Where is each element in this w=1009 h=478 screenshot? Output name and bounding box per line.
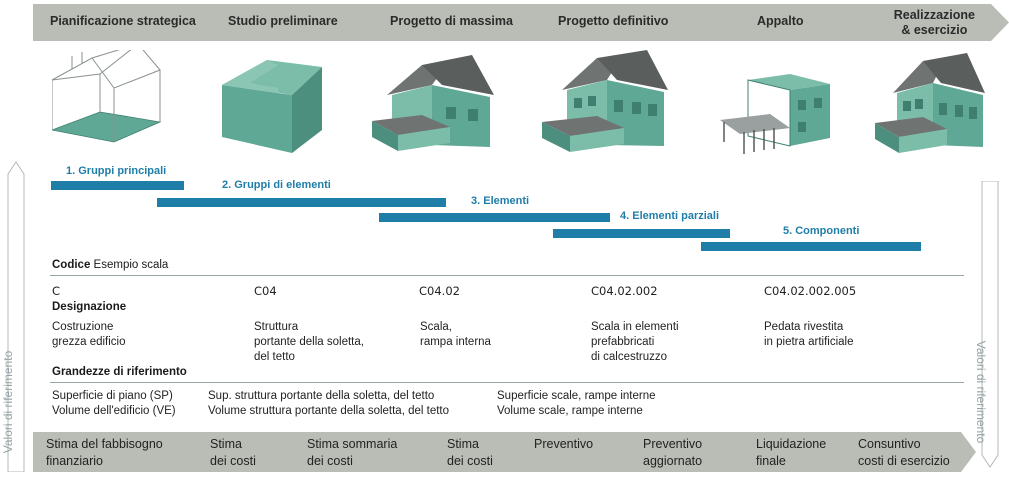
- codice-header: Codice Esempio scala: [52, 259, 169, 271]
- stage-preventivo-aggiornato: Preventivo aggiornato: [643, 437, 703, 468]
- divider: [50, 275, 964, 276]
- group-label-4: 4. Elementi parziali: [620, 210, 720, 222]
- grandezze-1: Superficie di piano (SP) Volume dell'edi…: [52, 390, 176, 417]
- side-arrow-left: [7, 161, 25, 472]
- group-label-3: 3. Elementi: [471, 195, 530, 207]
- designazione-4: Scala in elementi prefabbricati di calce…: [591, 321, 679, 363]
- house-components-illustration: [720, 74, 830, 154]
- designazione-2: Struttura portante della soletta, del te…: [254, 321, 364, 363]
- code-5: C04.02.002.005: [764, 284, 857, 298]
- stage-stima-costi-1: Stima dei costi: [210, 437, 256, 468]
- group-bar-4: [553, 229, 730, 238]
- group-label-1: 1. Gruppi principali: [66, 165, 167, 177]
- phase-definitivo: Progetto definitivo: [558, 14, 669, 28]
- house-detailed-illustration: [542, 50, 668, 152]
- side-label-left: Valori di riferimento: [1, 350, 16, 454]
- stage-arrow: [33, 432, 976, 472]
- designazione-3: Scala, rampa interna: [420, 321, 491, 348]
- designazione-5: Pedata rivestita in pietra artificiale: [764, 321, 854, 348]
- designazione-1: Costruzione grezza edificio: [52, 321, 126, 348]
- house-massing-illustration: [372, 55, 494, 151]
- stage-consuntivo: Consuntivo costi di esercizio: [858, 437, 950, 468]
- house-complete-illustration: [875, 53, 985, 153]
- phase-massima: Progetto di massima: [390, 14, 513, 28]
- code-2: C04: [254, 284, 277, 298]
- phase-appalto: Appalto: [757, 14, 804, 28]
- code-3: C04.02: [419, 284, 460, 298]
- group-label-2: 2. Gruppi di elementi: [222, 179, 331, 191]
- divider: [50, 382, 964, 383]
- stage-liquidazione: Liquidazione finale: [756, 437, 827, 468]
- stage-stima-costi-2: Stima dei costi: [447, 437, 493, 468]
- phase-pianificazione: Pianificazione strategica: [50, 14, 196, 28]
- grandezze-3: Superficie scale, rampe interne Volume s…: [497, 390, 656, 417]
- stage-preventivo: Preventivo: [534, 437, 594, 451]
- stage-stima-sommaria: Stima sommaria dei costi: [307, 437, 398, 468]
- group-bar-1: [51, 181, 184, 190]
- code-1: C: [52, 284, 61, 298]
- group-bar-3: [379, 213, 610, 222]
- grandezze-header: Grandezze di riferimento: [52, 366, 187, 378]
- side-arrow-right: [981, 181, 999, 468]
- designazione-header: Designazione: [52, 301, 127, 313]
- grandezze-2: Sup. struttura portante della soletta, d…: [208, 390, 450, 417]
- group-bar-2: [157, 198, 446, 207]
- phase-arrow: [33, 4, 1009, 41]
- group-label-5: 5. Componenti: [783, 225, 860, 237]
- phase-realizzazione: Realizzazione & esercizio: [893, 8, 975, 37]
- wireframe-house-illustration: [52, 50, 162, 143]
- block-volume-illustration: [222, 60, 322, 153]
- group-bar-5: [701, 242, 921, 251]
- stage-fabbisogno: Stima del fabbisogno finanziario: [46, 437, 163, 468]
- code-4: C04.02.002: [591, 284, 658, 298]
- side-label-right: Valori di riferimento: [974, 340, 989, 444]
- phase-studio: Studio preliminare: [228, 14, 338, 28]
